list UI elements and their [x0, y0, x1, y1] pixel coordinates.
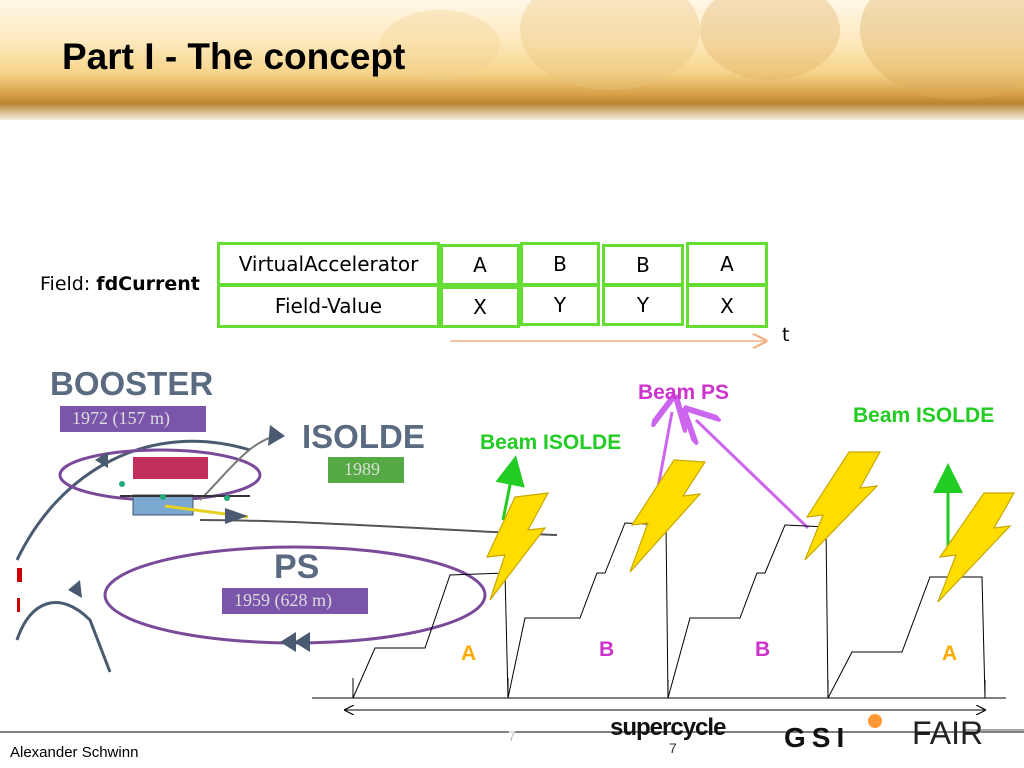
logo-super: super [610, 714, 671, 741]
lightning-bolt-icon [486, 492, 550, 601]
value-cell: X [440, 286, 520, 328]
gsi-logo-dot [868, 714, 882, 728]
row-header-field-value: Field-Value [217, 284, 440, 328]
accelerator-cell: A [686, 242, 768, 286]
lightning-bolt-icon [629, 459, 707, 573]
page-title: Part I - The concept [62, 36, 406, 77]
fair-logo: FAIR [912, 715, 984, 751]
page-number-ghost: 7 [508, 728, 516, 744]
cycle-label-a: A [461, 642, 477, 665]
logo-cycle: cycle [670, 714, 726, 741]
gsi-logo: GSI [784, 722, 851, 753]
beam-ps-arrow [696, 420, 810, 530]
cycle-waveform [827, 576, 986, 699]
cycle-waveform [667, 524, 829, 699]
value-cell: Y [520, 284, 600, 326]
isolde-year: 1989 [344, 459, 380, 479]
accelerator-cell: A [440, 244, 520, 286]
beam-isolde-label-right: Beam ISOLDE [853, 404, 995, 427]
field-label: Field: fdCurrent [40, 273, 200, 295]
field-prefix: Field: [40, 273, 97, 295]
booster-year: 1972 (157 m) [72, 408, 170, 428]
beam-isolde-arrow [495, 455, 525, 521]
ps-year: 1959 (628 m) [234, 590, 332, 610]
field-name: fdCurrent [96, 273, 200, 295]
page-number: 7 [669, 740, 677, 756]
value-cell: X [686, 284, 768, 328]
header-banner [0, 0, 1024, 120]
cern-accelerator-map [15, 362, 558, 673]
cycle-plot [312, 522, 1006, 710]
cycle-waveform [352, 572, 509, 699]
row-header-virtual-accelerator: VirtualAccelerator [217, 242, 440, 286]
author-name: Alexander Schwinn [10, 744, 139, 761]
isolde-label: ISOLDE [302, 418, 425, 455]
cycle-label-a: A [942, 642, 958, 665]
lightning-bolt-icon [937, 492, 1016, 603]
booster-label: BOOSTER [50, 365, 214, 402]
lightning-bolt-icon [804, 451, 882, 561]
supercycle-logo: supercycle [610, 714, 726, 742]
cycle-label-b: B [599, 638, 615, 661]
beam-isolde-label-left: Beam ISOLDE [480, 431, 622, 454]
ps-label: PS [274, 548, 320, 586]
beam-ps-label: Beam PS [638, 381, 730, 404]
beam-ps-arrow [658, 412, 672, 489]
cycle-label-b: B [755, 638, 771, 661]
value-cell: Y [602, 284, 684, 326]
time-axis-label: t [782, 324, 790, 346]
